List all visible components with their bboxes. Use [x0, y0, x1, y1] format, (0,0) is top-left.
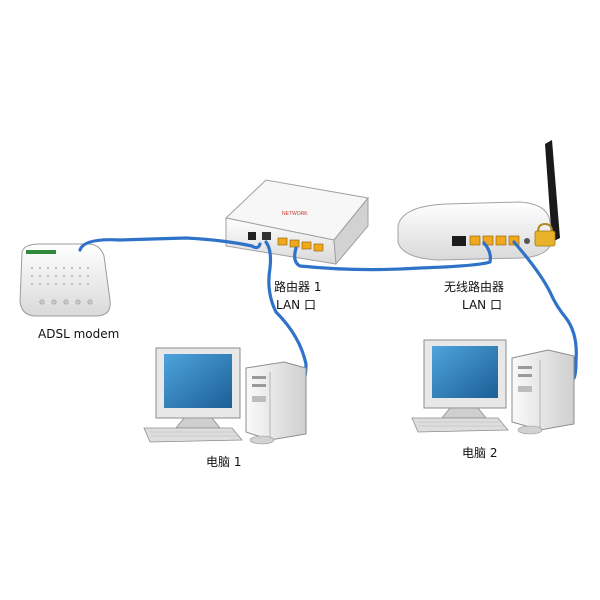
- cable-router1-router2: [293, 241, 492, 272]
- router1-port-label: LAN 口: [276, 298, 316, 312]
- modem-label: ADSL modem: [38, 327, 120, 341]
- cable-modem-router1: [78, 236, 262, 252]
- desktop-computer-icon: [411, 339, 575, 435]
- router2-label: 无线路由器: [444, 280, 505, 294]
- router1-label: 路由器 1: [274, 280, 322, 294]
- lock-icon: [534, 222, 556, 247]
- wireless-router-icon: [397, 140, 560, 261]
- router2-port-label: LAN 口: [462, 298, 502, 312]
- cable-router2-pc2: [512, 240, 578, 380]
- pc1-label: 电脑 1: [206, 455, 242, 469]
- pc2-label: 电脑 2: [462, 446, 498, 460]
- adsl-modem-icon: [19, 243, 111, 317]
- svg-text:NETWORK: NETWORK: [282, 211, 308, 217]
- desktop-computer-icon: [143, 347, 307, 445]
- antenna-icon: [545, 140, 560, 242]
- wired-router-icon: NETWORK: [224, 179, 369, 266]
